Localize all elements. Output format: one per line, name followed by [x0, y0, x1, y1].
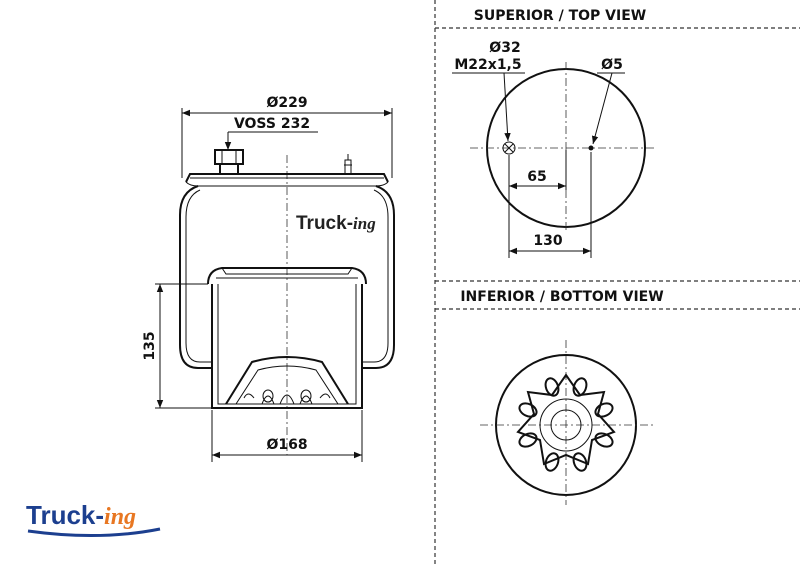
top-view: Ø32 M22x1,5 Ø5 65 130: [452, 40, 655, 258]
bottom-star-web: [516, 373, 616, 466]
bottom-hub-outer: [539, 398, 593, 452]
piston-base: [225, 356, 349, 405]
bottom-view-title: INFERIOR / BOTTOM VIEW: [460, 289, 663, 305]
dim-port-diameter: Ø32: [489, 40, 520, 56]
piston-outline: [211, 284, 363, 409]
bellow-right: [362, 185, 395, 369]
logo-underline: [27, 527, 161, 538]
bottom-hub-inner: [550, 409, 582, 441]
dim-pin-diameter: Ø5: [601, 57, 623, 73]
air-connector: [214, 149, 244, 175]
bellow-left: [179, 185, 212, 369]
brand-logo: Truck-ing: [26, 500, 161, 538]
side-view: Ø229 VOSS 232 135 Ø168 Truck-ing: [142, 95, 395, 462]
mounting-pin: [344, 154, 352, 175]
section-dividers: [434, 0, 800, 565]
bottom-pockets: [518, 377, 614, 472]
dim-piston-diameter: Ø168: [266, 437, 307, 453]
bottom-view: [480, 340, 655, 505]
air-port-circle: [502, 141, 516, 155]
watermark-logo: Truck-ing: [296, 213, 376, 234]
piston-top: [207, 267, 367, 285]
dim-port-offset: 65: [527, 169, 546, 185]
dim-thread: M22x1,5: [454, 57, 521, 73]
top-plate: [185, 173, 389, 183]
dim-pin-offset: 130: [533, 233, 562, 249]
top-view-title: SUPERIOR / TOP VIEW: [474, 8, 646, 24]
svg-text:Truck-ing: Truck-ing: [26, 500, 136, 530]
dim-height: 135: [142, 331, 158, 360]
dim-top-diameter: Ø229: [266, 95, 307, 111]
pin-dot: [588, 145, 594, 151]
connector-label: VOSS 232: [234, 116, 310, 132]
